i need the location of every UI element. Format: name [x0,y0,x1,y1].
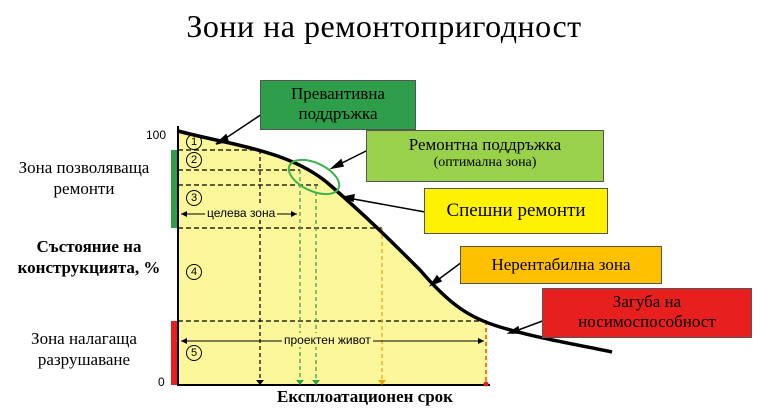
callout-loss: Загуба на носимоспособност [542,288,752,338]
x-axis-arrowheads [256,380,489,387]
y-tick-100: 100 [146,128,167,142]
zone-number-4: 4 [186,264,202,280]
target-zone-label: целева зона [205,206,278,220]
callout-preventive: Превантивна поддръжка [260,80,416,130]
zone-number-1: 1 [186,134,202,150]
repair-zone-bar [171,150,177,228]
zone-number-5: 5 [186,345,202,361]
pointer-preventive [219,111,266,143]
structure-state-label: Състояние на конструкцията, % [17,237,161,278]
callout-repair: Ремонтна поддръжка (оптимална зона) [366,130,604,182]
repair-allowed-label: Зона позволяваща ремонти [18,158,150,199]
optimal-zone-ellipse [287,158,341,196]
callout-urgent: Спешни ремонти [424,188,608,234]
pointer-urgent [347,197,426,213]
y-tick-0: 0 [158,375,165,389]
page-title: Зони на ремонтопригодност [186,8,582,44]
zone-number-2: 2 [186,152,202,168]
callout-unprofitable: Нерентабилна зона [460,246,662,284]
zone-number-3: 3 [186,190,202,206]
destruction-required-label: Зона налагаща разрушаване [31,329,137,370]
x-axis-label: Експлоатационен срок [277,387,453,406]
deterioration-curve [177,129,613,354]
design-life-label: проектен живот [282,333,373,347]
destruction-zone-bar [171,321,177,385]
